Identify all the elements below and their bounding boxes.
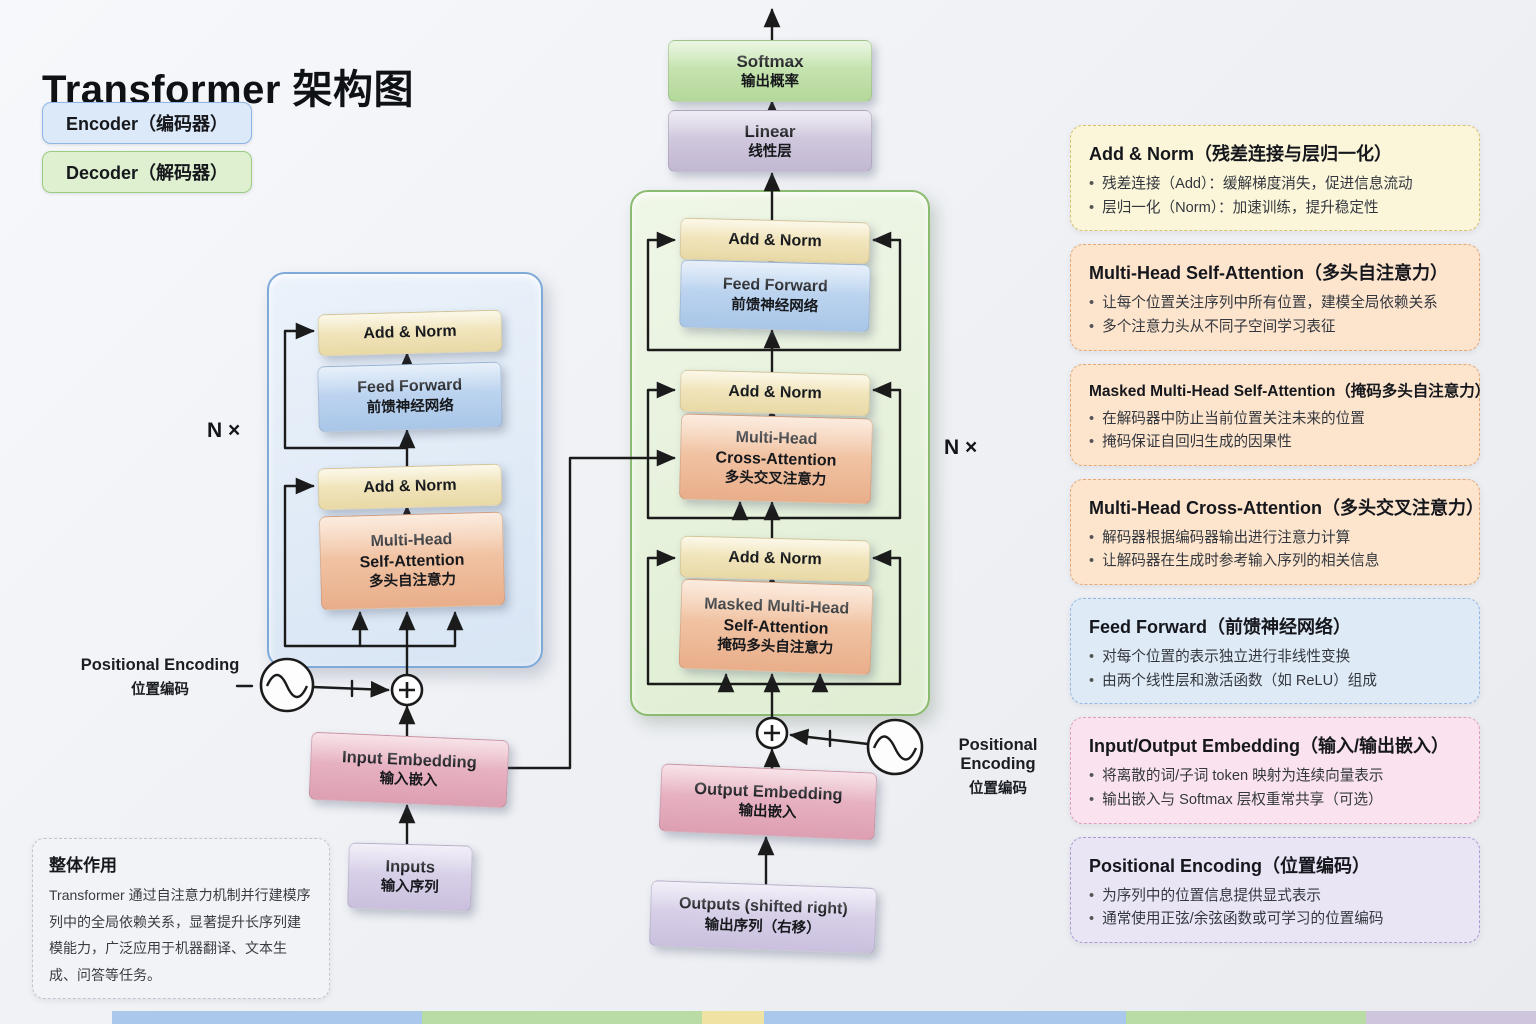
block-output-embedding: Output Embedding 输出嵌入 bbox=[658, 763, 878, 841]
card-bullet: 由两个线性层和激活函数（如 ReLU）组成 bbox=[1089, 670, 1461, 694]
info-card-masked-multi-head-self-attention: Masked Multi-Head Self-Attention（掩码多头自注意… bbox=[1070, 363, 1491, 466]
card-bullet: 让解码器在生成时参考输入序列的相关信息 bbox=[1089, 550, 1461, 574]
label-zh: 多头自注意力 bbox=[368, 572, 457, 591]
block-input-embedding: Input Embedding 输入嵌入 bbox=[308, 731, 510, 809]
card-bullets: 让每个位置关注序列中所有位置，建模全局依赖关系多个注意力头从不同子空间学习表征 bbox=[1089, 292, 1461, 339]
overview-card: 整体作用 Transformer 通过自注意力机制并行建模序列中的全局依赖关系，… bbox=[32, 838, 330, 1000]
label-zh: 前馈神经网络 bbox=[366, 397, 454, 417]
info-cards: Add & Norm（残差连接与层归一化） 残差连接（Add）：缓解梯度消失，促… bbox=[1070, 125, 1491, 943]
n-times-left: N × bbox=[207, 419, 241, 442]
card-bullet: 让每个位置关注序列中所有位置，建模全局依赖关系 bbox=[1089, 292, 1461, 316]
info-card-positional-encoding: Positional Encoding（位置编码） 为序列中的位置信息提供显式表… bbox=[1070, 836, 1480, 943]
card-title: Multi-Head Self-Attention（多头自注意力） bbox=[1089, 263, 1448, 284]
block-encoder-self-attention: Multi-Head Self-Attention 多头自注意力 bbox=[318, 511, 506, 611]
block-softmax-zh: 输出概率 bbox=[741, 73, 799, 90]
card-bullet: 残差连接（Add）：缓解梯度消失，促进信息流动 bbox=[1089, 173, 1461, 197]
legend-decoder-label: Decoder（解码器） bbox=[65, 163, 229, 183]
label-zh: 输入嵌入 bbox=[379, 771, 438, 790]
label-zh: 掩码多头自注意力 bbox=[717, 637, 834, 658]
card-bullet: 多个注意力头从不同子空间学习表征 bbox=[1089, 316, 1461, 340]
block-decoder-feed-forward: Feed Forward 前馈神经网络 bbox=[679, 259, 871, 333]
card-title: Feed Forward（前馈神经网络） bbox=[1089, 617, 1352, 638]
label-en: Feed Forward bbox=[722, 275, 828, 296]
overview-body: Transformer 通过自注意力机制并行建模序列中的全局依赖关系，显著提升长… bbox=[49, 887, 311, 983]
label-en: Input Embedding bbox=[341, 747, 478, 772]
card-bullets: 在解码器中防止当前位置关注未来的位置掩码保证自回归生成的因果性 bbox=[1089, 408, 1461, 455]
label-zh: 多头交叉注意力 bbox=[724, 470, 827, 489]
label: Add & Norm bbox=[728, 230, 822, 250]
label: Add & Norm bbox=[363, 476, 457, 496]
label: Add & Norm bbox=[728, 382, 822, 402]
plus-icon bbox=[390, 673, 424, 707]
plus-icon bbox=[755, 716, 789, 750]
info-card-multi-head-cross-attention: Multi-Head Cross-Attention（多头交叉注意力） 解码器根… bbox=[1070, 478, 1484, 586]
label: Add & Norm bbox=[728, 548, 822, 568]
card-bullet: 在解码器中防止当前位置关注未来的位置 bbox=[1089, 408, 1461, 432]
label-en2: Self-Attention bbox=[359, 551, 465, 571]
card-bullet: 输出嵌入与 Softmax 层权重常共享（可选） bbox=[1089, 789, 1461, 813]
bottom-strip bbox=[0, 1011, 1536, 1024]
card-bullet: 掩码保证自回归生成的因果性 bbox=[1089, 431, 1461, 455]
label-zh: 输出嵌入 bbox=[738, 803, 797, 822]
card-bullets: 对每个位置的表示独立进行非线性变换由两个线性层和激活函数（如 ReLU）组成 bbox=[1089, 646, 1461, 693]
card-bullets: 解码器根据编码器输出进行注意力计算让解码器在生成时参考输入序列的相关信息 bbox=[1089, 527, 1461, 574]
block-softmax-en: Softmax bbox=[736, 51, 804, 71]
label-en: Feed Forward bbox=[357, 376, 463, 397]
block-linear: Linear 线性层 bbox=[668, 110, 872, 172]
positional-encoding-left-label: Positional Encoding 位置编码 bbox=[80, 656, 240, 699]
card-bullets: 残差连接（Add）：缓解梯度消失，促进信息流动层归一化（Norm）：加速训练，提… bbox=[1089, 173, 1461, 220]
label-en: Positional Encoding bbox=[958, 736, 1038, 773]
block-encoder-add-norm-bottom: Add & Norm bbox=[317, 463, 503, 511]
legend-encoder: Encoder（编码器） bbox=[42, 102, 252, 144]
label-zh: 输出序列（右移） bbox=[704, 916, 821, 937]
card-title: Add & Norm（残差连接与层归一化） bbox=[1089, 144, 1392, 164]
block-decoder-masked-attention: Masked Multi-Head Self-Attention 掩码多头自注意… bbox=[678, 578, 874, 676]
label-zh: 位置编码 bbox=[131, 682, 189, 698]
block-linear-zh: 线性层 bbox=[748, 143, 792, 160]
block-decoder-cross-attention: Multi-Head Cross-Attention 多头交叉注意力 bbox=[678, 413, 874, 505]
card-bullets: 为序列中的位置信息提供显式表示通常使用正弦/余弦函数或可学习的位置编码 bbox=[1089, 885, 1461, 932]
card-title: Input/Output Embedding（输入/输出嵌入） bbox=[1089, 736, 1449, 757]
label-zh: 前馈神经网络 bbox=[731, 296, 819, 316]
info-card-multi-head-self-attention: Multi-Head Self-Attention（多头自注意力） 让每个位置关… bbox=[1070, 244, 1480, 351]
card-bullet: 通常使用正弦/余弦函数或可学习的位置编码 bbox=[1089, 908, 1461, 932]
label-zh: 位置编码 bbox=[969, 781, 1027, 797]
label: Add & Norm bbox=[363, 322, 457, 342]
label-en1: Multi-Head bbox=[370, 530, 453, 550]
card-bullet: 层归一化（Norm）：加速训练，提升稳定性 bbox=[1089, 197, 1461, 221]
block-encoder-add-norm-top: Add & Norm bbox=[317, 309, 503, 357]
info-card-add-norm: Add & Norm（残差连接与层归一化） 残差连接（Add）：缓解梯度消失，促… bbox=[1070, 125, 1480, 232]
info-card-input-output-embedding: Input/Output Embedding（输入/输出嵌入） 将离散的词/子词… bbox=[1070, 717, 1480, 824]
legend-decoder: Decoder（解码器） bbox=[42, 151, 252, 193]
label-zh: 输入序列 bbox=[380, 878, 439, 897]
label-en: Inputs bbox=[385, 857, 436, 877]
block-decoder-add-norm-mid: Add & Norm bbox=[679, 369, 871, 417]
n-times-right: N × bbox=[944, 436, 978, 459]
label-en1: Multi-Head bbox=[735, 428, 818, 448]
block-outputs: Outputs (shifted right) 输出序列（右移） bbox=[648, 880, 878, 954]
block-linear-en: Linear bbox=[744, 121, 796, 141]
block-encoder-feed-forward: Feed Forward 前馈神经网络 bbox=[317, 361, 503, 433]
card-title: Positional Encoding（位置编码） bbox=[1089, 855, 1371, 876]
block-decoder-add-norm-top: Add & Norm bbox=[679, 217, 871, 265]
card-title: Masked Multi-Head Self-Attention（掩码多头自注意… bbox=[1089, 382, 1491, 400]
label-en: Positional Encoding bbox=[80, 656, 240, 674]
card-title: Multi-Head Cross-Attention（多头交叉注意力） bbox=[1089, 497, 1484, 518]
card-bullet: 将离散的词/子词 token 映射为连续向量表示 bbox=[1089, 765, 1461, 789]
block-decoder-add-norm-bottom: Add & Norm bbox=[679, 535, 871, 583]
card-bullets: 将离散的词/子词 token 映射为连续向量表示输出嵌入与 Softmax 层权… bbox=[1089, 765, 1461, 812]
positional-encoding-right-label: Positional Encoding 位置编码 bbox=[930, 736, 1066, 798]
card-bullet: 解码器根据编码器输出进行注意力计算 bbox=[1089, 527, 1461, 551]
sine-wave-icon bbox=[866, 718, 924, 776]
info-card-feed-forward: Feed Forward（前馈神经网络） 对每个位置的表示独立进行非线性变换由两… bbox=[1070, 598, 1480, 705]
card-bullet: 为序列中的位置信息提供显式表示 bbox=[1089, 885, 1461, 909]
block-softmax: Softmax 输出概率 bbox=[668, 40, 872, 102]
legend-encoder-label: Encoder（编码器） bbox=[65, 114, 229, 134]
card-bullet: 对每个位置的表示独立进行非线性变换 bbox=[1089, 646, 1461, 670]
block-inputs: Inputs 输入序列 bbox=[347, 842, 473, 912]
overview-title: 整体作用 bbox=[49, 856, 117, 875]
